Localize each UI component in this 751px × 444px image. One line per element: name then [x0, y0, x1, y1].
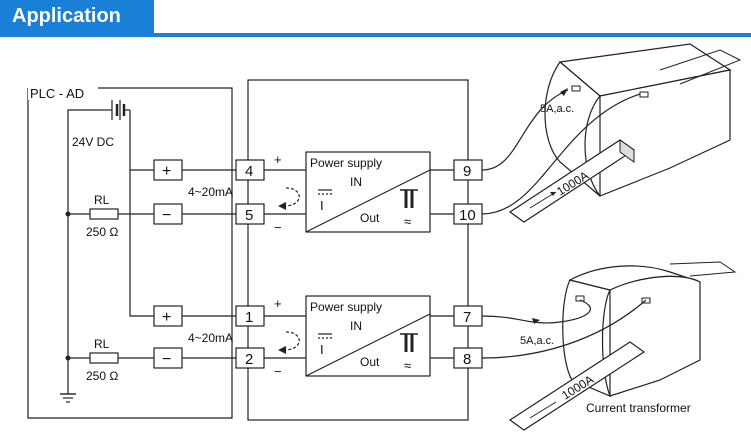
battery-icon — [98, 100, 130, 120]
svg-text:+: + — [162, 163, 171, 180]
svg-text:10: 10 — [459, 207, 476, 224]
current-range-2: 4~20mA — [188, 331, 233, 345]
svg-text:Power supply: Power supply — [310, 300, 382, 314]
ct-secondary-label-1: 5A,a.c. — [540, 103, 574, 115]
isolation-icon-2 — [400, 333, 418, 352]
ct-caption: Current transformer — [586, 401, 691, 415]
svg-text:Out: Out — [360, 211, 380, 225]
current-range-1: 4~20mA — [188, 185, 233, 199]
svg-text:Power supply: Power supply — [310, 156, 382, 170]
power-supply-module-1: Power supply IN Out I ≈ — [305, 151, 431, 233]
terminal-1: 1 — [235, 305, 265, 327]
terminal-9: 9 — [453, 159, 483, 181]
current-arrow-icon-2 — [283, 331, 300, 351]
plc-terminal-plus-1: + — [153, 159, 183, 181]
svg-text:IN: IN — [350, 175, 362, 189]
terminal-2: 2 — [235, 347, 265, 369]
terminal-5: 5 — [235, 203, 265, 225]
svg-text:−: − — [162, 207, 171, 224]
svg-text:2: 2 — [245, 351, 253, 368]
terminal-5-minus: − — [274, 220, 282, 235]
plc-terminal-minus-2: − — [153, 347, 183, 369]
section-title: Application — [0, 0, 154, 33]
ac-icon: ≈ — [404, 214, 411, 229]
svg-text:1: 1 — [245, 309, 253, 326]
svg-text:4: 4 — [245, 163, 253, 180]
terminal-10: 10 — [453, 203, 483, 225]
svg-text:9: 9 — [463, 163, 471, 180]
terminal-2-minus: − — [274, 364, 282, 379]
svg-text:I: I — [320, 342, 324, 357]
resistor-1 — [89, 208, 119, 220]
terminal-1-plus: + — [274, 296, 282, 311]
svg-text:Out: Out — [360, 355, 380, 369]
terminal-4: 4 — [235, 159, 265, 181]
power-supply-module-2: Power supply IN Out I ≈ — [305, 295, 431, 377]
section-header: Application — [0, 0, 751, 37]
svg-text:5: 5 — [245, 207, 253, 224]
resistor-2 — [89, 352, 119, 364]
isolation-icon — [400, 189, 418, 208]
resistor-1-name: RL — [94, 193, 110, 207]
current-arrow-icon — [283, 187, 300, 207]
transmitter-enclosure — [247, 79, 469, 421]
header-underline — [0, 33, 751, 37]
svg-text:−: − — [162, 351, 171, 368]
terminal-7: 7 — [453, 305, 483, 327]
resistor-1-value: 250 Ω — [86, 225, 118, 239]
terminal-8: 8 — [453, 347, 483, 369]
svg-text:I: I — [320, 198, 324, 213]
svg-text:7: 7 — [463, 309, 471, 326]
ac-icon-2: ≈ — [404, 358, 411, 373]
supply-label: 24V DC — [72, 135, 114, 149]
current-transformer-2 — [508, 261, 737, 431]
plc-label: PLC - AD — [30, 86, 84, 101]
resistor-2-name: RL — [94, 337, 110, 351]
ct-secondary-label-2: 5A,a.c. — [520, 335, 554, 347]
svg-text:+: + — [162, 309, 171, 326]
current-transformer-1 — [508, 43, 742, 223]
svg-text:8: 8 — [463, 351, 471, 368]
svg-text:IN: IN — [350, 319, 362, 333]
ground-icon — [60, 386, 76, 403]
terminal-4-plus: + — [274, 152, 282, 167]
resistor-2-value: 250 Ω — [86, 369, 118, 383]
plc-terminal-minus-1: − — [153, 203, 183, 225]
plc-terminal-plus-2: + — [153, 305, 183, 327]
